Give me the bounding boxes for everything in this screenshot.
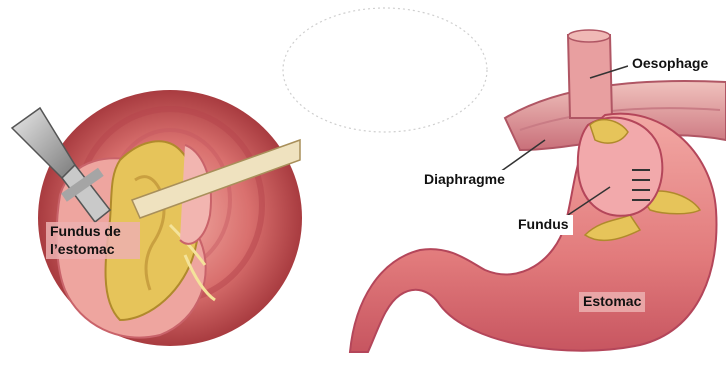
label-line-2: l’estomac: [50, 241, 115, 257]
label-oesophage: Oesophage: [628, 54, 712, 74]
label-estomac: Estomac: [579, 292, 645, 312]
oesophagus: [568, 35, 612, 118]
label-fundus: Fundus: [514, 215, 573, 235]
label-fundus-de-l-estomac: Fundus de l’estomac: [46, 222, 140, 259]
callout-ellipse: [283, 8, 487, 132]
right-panel-anatomy-view: [350, 30, 726, 352]
label-diaphragme: Diaphragme: [420, 170, 509, 190]
label-line-1: Fundus de: [50, 223, 121, 239]
left-panel-surgical-view: [12, 90, 302, 346]
